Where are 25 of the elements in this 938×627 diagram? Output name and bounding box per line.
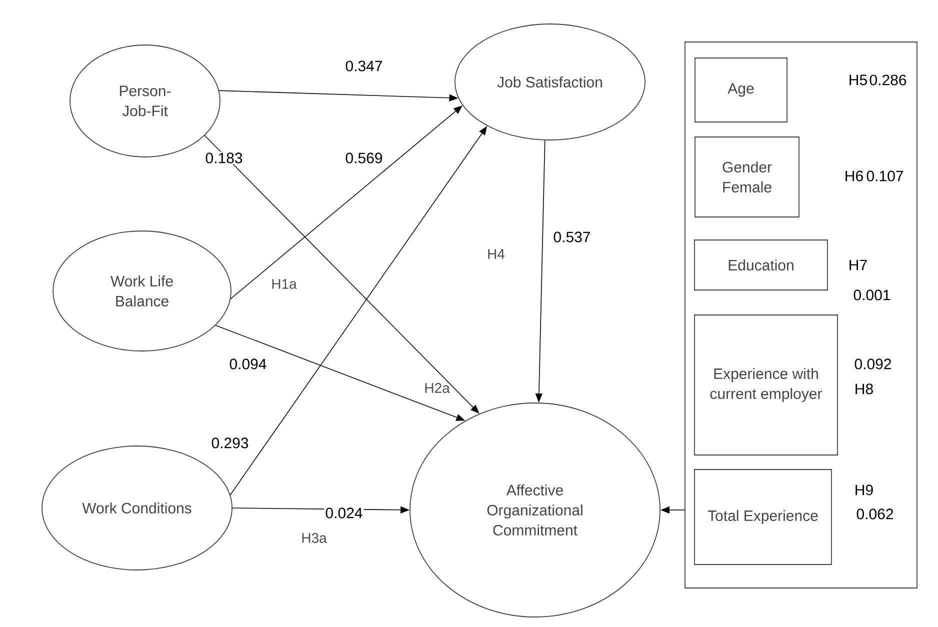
path-coefficient: H9 (856, 484, 873, 496)
edge-label: 0.024 (324, 506, 364, 520)
edge-label: 0.569 (344, 152, 384, 164)
path-coefficient: H8 (856, 384, 873, 394)
hypothesis-label: H1a (272, 279, 297, 289)
hypothesis-label: H2a (425, 383, 450, 393)
path-coefficient: 0.062 (856, 508, 893, 520)
hypothesis-label: H4 (488, 249, 505, 259)
variable-box: Total Experience (694, 469, 832, 565)
path-coefficient: 0.092 (854, 358, 891, 370)
edge-label: 0.537 (552, 230, 592, 244)
variable-box: Education (694, 240, 828, 290)
path-coefficient: 0.286 (870, 74, 906, 86)
path-coefficient: 0.107 (866, 170, 903, 182)
edge-label: 0.347 (344, 60, 384, 72)
variable-box: Gender Female (694, 136, 800, 218)
variable-box: Age (694, 58, 788, 122)
path-coefficient: H7 (850, 260, 867, 270)
path-coefficient: H6 (846, 170, 863, 182)
path-coefficient: 0.001 (854, 290, 890, 300)
edge-label: 0.094 (228, 358, 268, 370)
edge-label: 0.183 (204, 152, 244, 164)
hypothesis-label: H3a (302, 533, 327, 543)
variable-box: Experience with current employer (694, 314, 838, 456)
path-coefficient: H5 (850, 74, 867, 86)
